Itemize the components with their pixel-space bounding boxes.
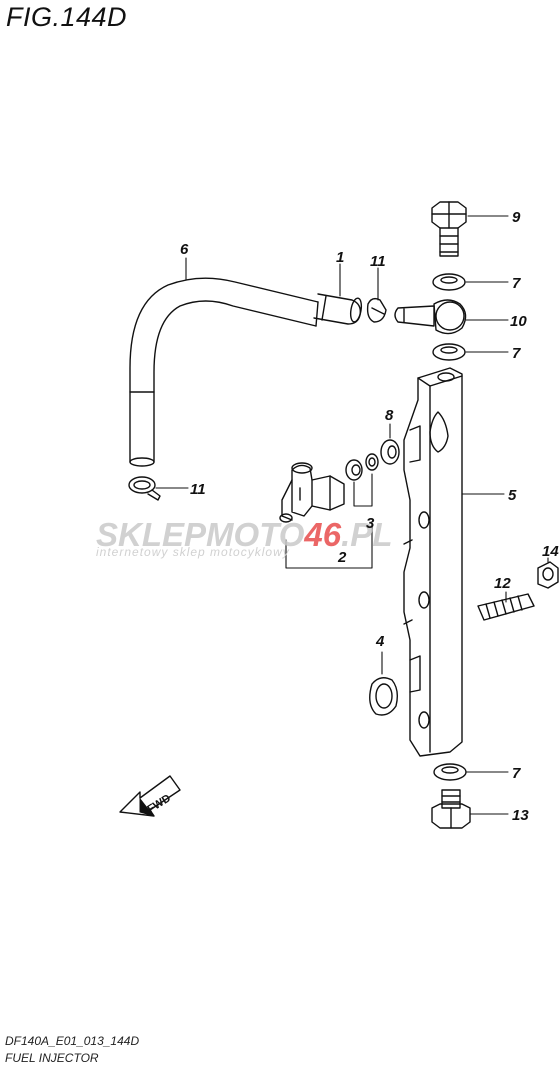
washer-lower <box>433 763 467 781</box>
fuel-injector <box>279 462 345 523</box>
watermark-part3: 46 <box>303 516 341 553</box>
figure-caption: FUEL INJECTOR <box>5 1051 99 1065</box>
cushion <box>380 439 400 465</box>
washer-upper <box>432 273 466 291</box>
plug-bolt <box>431 789 471 829</box>
callout-numbers: 6 1 11 9 7 10 7 8 11 5 3 2 14 12 4 7 13 <box>180 209 559 824</box>
callout-6: 6 <box>180 241 189 258</box>
callout-1: 1 <box>336 249 344 266</box>
callout-7-middle: 7 <box>512 345 521 362</box>
fuel-delivery-pipe <box>403 367 463 757</box>
callout-11-upper: 11 <box>370 253 386 270</box>
watermark-tagline: internetowy sklep motocyklowy <box>96 545 290 559</box>
figure-code: DF140A_E01_013_144D <box>5 1034 140 1048</box>
leader-lines <box>155 215 549 815</box>
hose-clip-upper <box>366 297 387 323</box>
callout-13: 13 <box>512 807 529 824</box>
callout-12: 12 <box>494 575 511 592</box>
figure-title: FIG.144D <box>6 2 128 32</box>
callout-5: 5 <box>508 487 517 504</box>
hose-clip-lower <box>128 476 161 501</box>
callout-11-lower: 11 <box>190 481 206 498</box>
callout-14: 14 <box>542 543 559 560</box>
fuel-hose <box>129 277 319 467</box>
watermark-part4: .PL <box>341 516 392 553</box>
callout-10: 10 <box>510 313 527 330</box>
grommet-cap <box>369 677 399 716</box>
callout-4: 4 <box>375 633 385 650</box>
callout-8: 8 <box>385 407 394 424</box>
watermark-part2: MOTO <box>206 516 305 553</box>
stud-bolt <box>477 593 535 621</box>
callout-2: 2 <box>337 549 347 566</box>
callout-9: 9 <box>512 209 521 226</box>
banjo-union <box>394 299 467 335</box>
watermark-part1: SKLEP <box>96 516 207 553</box>
hex-nut <box>537 561 559 589</box>
callout-3: 3 <box>366 515 375 532</box>
forward-arrow: FWD <box>119 775 181 817</box>
watermark: SKLEPMOTO46.PL internetowy sklep motocyk… <box>96 516 392 559</box>
fuel-pipe <box>313 293 363 325</box>
svg-text:SKLEPMOTO46.PL: SKLEPMOTO46.PL <box>96 516 392 553</box>
o-ring-seals <box>345 453 379 481</box>
washer-middle <box>432 343 466 361</box>
banjo-bolt <box>431 201 467 257</box>
callout-7-lower: 7 <box>512 765 521 782</box>
figure-footer: DF140A_E01_013_144D FUEL INJECTOR <box>5 1033 139 1067</box>
callout-7-upper: 7 <box>512 275 521 292</box>
